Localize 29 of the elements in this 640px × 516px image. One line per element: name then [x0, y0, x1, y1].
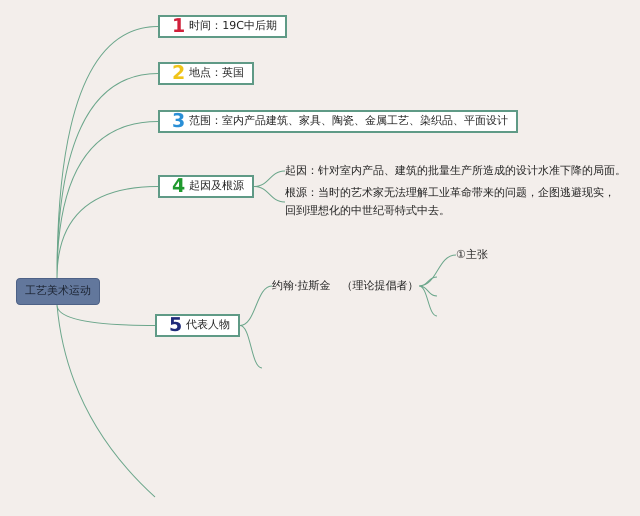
- topic-label: 起因及根源: [189, 178, 244, 194]
- topic-number: 2: [172, 64, 186, 83]
- branch-line: [418, 276, 438, 286]
- topic-label: 时间：19C中后期: [189, 18, 277, 34]
- root-topic: 工艺美术运动: [16, 278, 100, 304]
- topic-label: 范围：室内产品建筑、家具、陶瓷、金属工艺、染织品、平面设计: [189, 113, 508, 130]
- branch-line: [240, 286, 272, 326]
- branch-line: [418, 286, 438, 316]
- topic-box: [158, 62, 254, 85]
- topic-box: [158, 110, 518, 133]
- branch-line: [418, 286, 438, 296]
- subtopic-text: 约翰·拉斯金 （理论提倡者）: [272, 277, 418, 295]
- topic-number: 5: [169, 316, 182, 335]
- subtopic-text: ①主张: [456, 246, 488, 264]
- topic-label: 地点：英国: [189, 65, 244, 82]
- branch-line: [56, 304, 156, 326]
- topic-box: [155, 314, 240, 337]
- topic-box: [158, 15, 287, 38]
- topic-number: 1: [172, 17, 186, 36]
- topic-label: 代表人物: [186, 317, 230, 334]
- topic-number: 4: [172, 177, 186, 196]
- branch-line: [56, 304, 156, 498]
- branch-line: [254, 186, 286, 202]
- topic-box: [158, 175, 254, 198]
- branch-line: [56, 186, 158, 278]
- subtopic-text: 根源：当时的艺术家无法理解工业革命带来的问题，企图逃避现实，回到理想化的中世纪哥特式中去。: [285, 184, 617, 220]
- topic-number: 3: [172, 112, 186, 131]
- subtopic-text: 起因：针对室内产品、建筑的批量生产所造成的设计水准下降的局面。: [285, 162, 626, 180]
- branch-line: [240, 325, 262, 368]
